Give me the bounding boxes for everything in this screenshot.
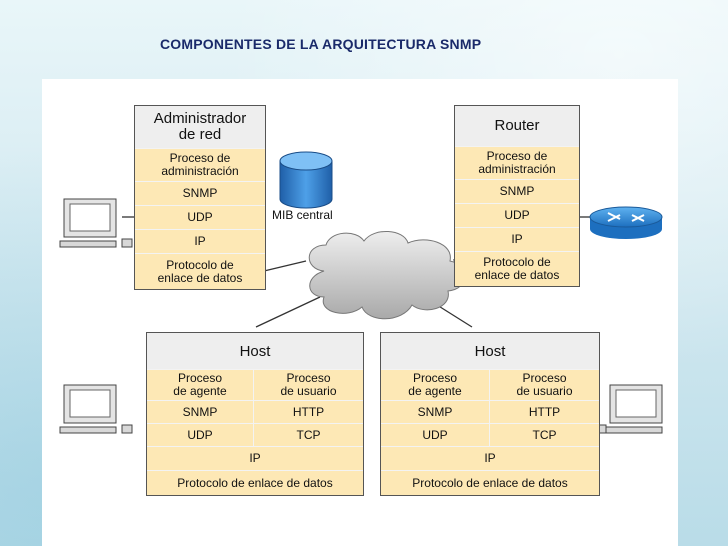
host-left-tcp: TCP <box>254 424 363 446</box>
slide-title: COMPONENTES DE LA ARQUITECTURA SNMP <box>160 36 482 52</box>
host-right-stack: Host Proceso de agente Proceso de usuari… <box>380 332 600 496</box>
host-right-tcp: TCP <box>490 424 599 446</box>
host-right-title: Host <box>381 333 599 369</box>
admin-layer-snmp: SNMP <box>135 182 265 205</box>
admin-layer-link: Protocolo de enlace de datos <box>135 254 265 289</box>
cloud-icon <box>308 231 466 320</box>
router-layer-link: Protocolo de enlace de datos <box>455 252 579 286</box>
mib-label: MIB central <box>272 208 333 222</box>
host-left-udp: UDP <box>147 424 253 446</box>
router-icon <box>589 206 663 239</box>
host-left-stack: Host Proceso de agente Proceso de usuari… <box>146 332 364 496</box>
host-right-user-process: Proceso de usuario <box>490 370 599 400</box>
computer-icon <box>595 384 663 434</box>
router-stack: Router Proceso de administración SNMP UD… <box>454 105 580 287</box>
host-right-link: Protocolo de enlace de datos <box>381 471 599 495</box>
host-right-snmp: SNMP <box>381 401 489 423</box>
router-layer-process: Proceso de administración <box>455 147 579 179</box>
router-layer-ip: IP <box>455 228 579 251</box>
host-left-snmp: SNMP <box>147 401 253 423</box>
admin-stack: Administrador de red Proceso de administ… <box>134 105 266 290</box>
host-left-http: HTTP <box>254 401 363 423</box>
host-right-udp: UDP <box>381 424 489 446</box>
admin-title: Administrador de red <box>135 106 265 148</box>
host-left-user-process: Proceso de usuario <box>254 370 363 400</box>
host-right-http: HTTP <box>490 401 599 423</box>
host-left-link: Protocolo de enlace de datos <box>147 471 363 495</box>
host-left-ip: IP <box>147 447 363 470</box>
admin-layer-udp: UDP <box>135 206 265 229</box>
router-layer-snmp: SNMP <box>455 180 579 203</box>
router-title: Router <box>455 106 579 146</box>
host-left-title: Host <box>147 333 363 369</box>
diagram-panel: MIB central Administrador de red Proceso… <box>42 79 678 546</box>
admin-layer-process: Proceso de administración <box>135 149 265 181</box>
host-left-agent-process: Proceso de agente <box>147 370 253 400</box>
database-icon <box>279 151 333 209</box>
router-layer-udp: UDP <box>455 204 579 227</box>
host-right-agent-process: Proceso de agente <box>381 370 489 400</box>
admin-layer-ip: IP <box>135 230 265 253</box>
host-right-ip: IP <box>381 447 599 470</box>
computer-icon <box>59 198 133 248</box>
computer-icon <box>59 384 133 434</box>
